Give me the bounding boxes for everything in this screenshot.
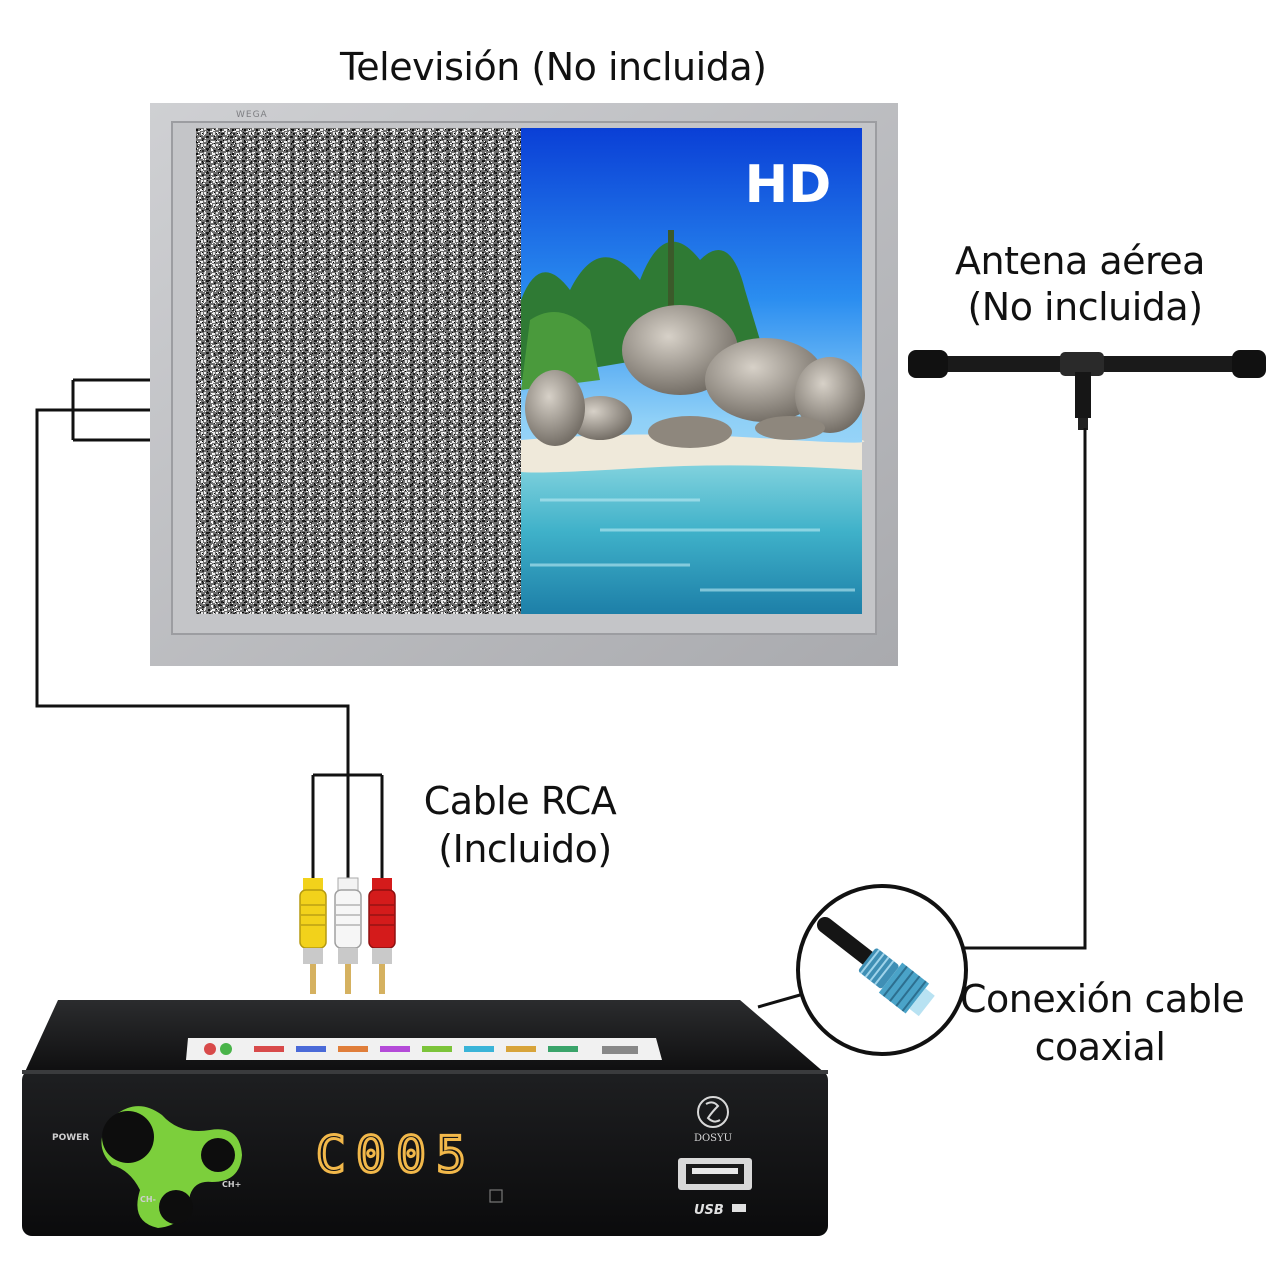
rca-plug-red bbox=[368, 878, 396, 994]
usb-label: USB bbox=[694, 1203, 724, 1218]
brand-label: DOSYU bbox=[694, 1133, 732, 1144]
aerial-antenna bbox=[908, 350, 1266, 430]
rca-label-line2: (Incluido) bbox=[438, 827, 612, 871]
led-display: C005 bbox=[316, 1126, 476, 1184]
television: WEGA HD bbox=[150, 103, 898, 666]
power-label: POWER bbox=[52, 1133, 89, 1143]
ch-minus-label: CH- bbox=[140, 1195, 156, 1204]
tv-brand: WEGA bbox=[236, 110, 268, 120]
rca-cable bbox=[35, 408, 384, 880]
antenna-label-line2: (No incluida) bbox=[967, 285, 1203, 329]
coax-label-line2: coaxial bbox=[1034, 1025, 1166, 1069]
control-button-cluster bbox=[101, 1106, 242, 1228]
coax-label-line1: Conexión cable bbox=[960, 977, 1245, 1021]
tv-rca-input-connectors bbox=[71, 378, 150, 442]
rca-plug-white bbox=[334, 877, 362, 994]
sticker-colors bbox=[204, 1043, 638, 1055]
antenna-label-line1: Antena aérea bbox=[955, 239, 1205, 283]
ch-plus-button[interactable] bbox=[201, 1138, 235, 1172]
hd-beach-picture: HD bbox=[521, 128, 865, 614]
tv-label: Televisión (No incluida) bbox=[340, 45, 767, 89]
usb-port[interactable] bbox=[678, 1158, 752, 1190]
rca-plug-yellow bbox=[299, 878, 327, 994]
receiver-box: POWER CH- CH+ C005 DOSYU USB bbox=[22, 1000, 828, 1236]
hd-badge: HD bbox=[745, 155, 832, 215]
power-button[interactable] bbox=[102, 1111, 154, 1163]
ch-plus-label: CH+ bbox=[222, 1180, 241, 1189]
antenna-cable bbox=[962, 428, 1087, 950]
coax-connector-zoom bbox=[757, 884, 968, 1056]
rca-label-line1: Cable RCA bbox=[423, 779, 617, 823]
dosyu-logo bbox=[697, 1096, 729, 1128]
ir-sensor bbox=[489, 1189, 503, 1203]
ch-minus-button[interactable] bbox=[159, 1190, 193, 1224]
